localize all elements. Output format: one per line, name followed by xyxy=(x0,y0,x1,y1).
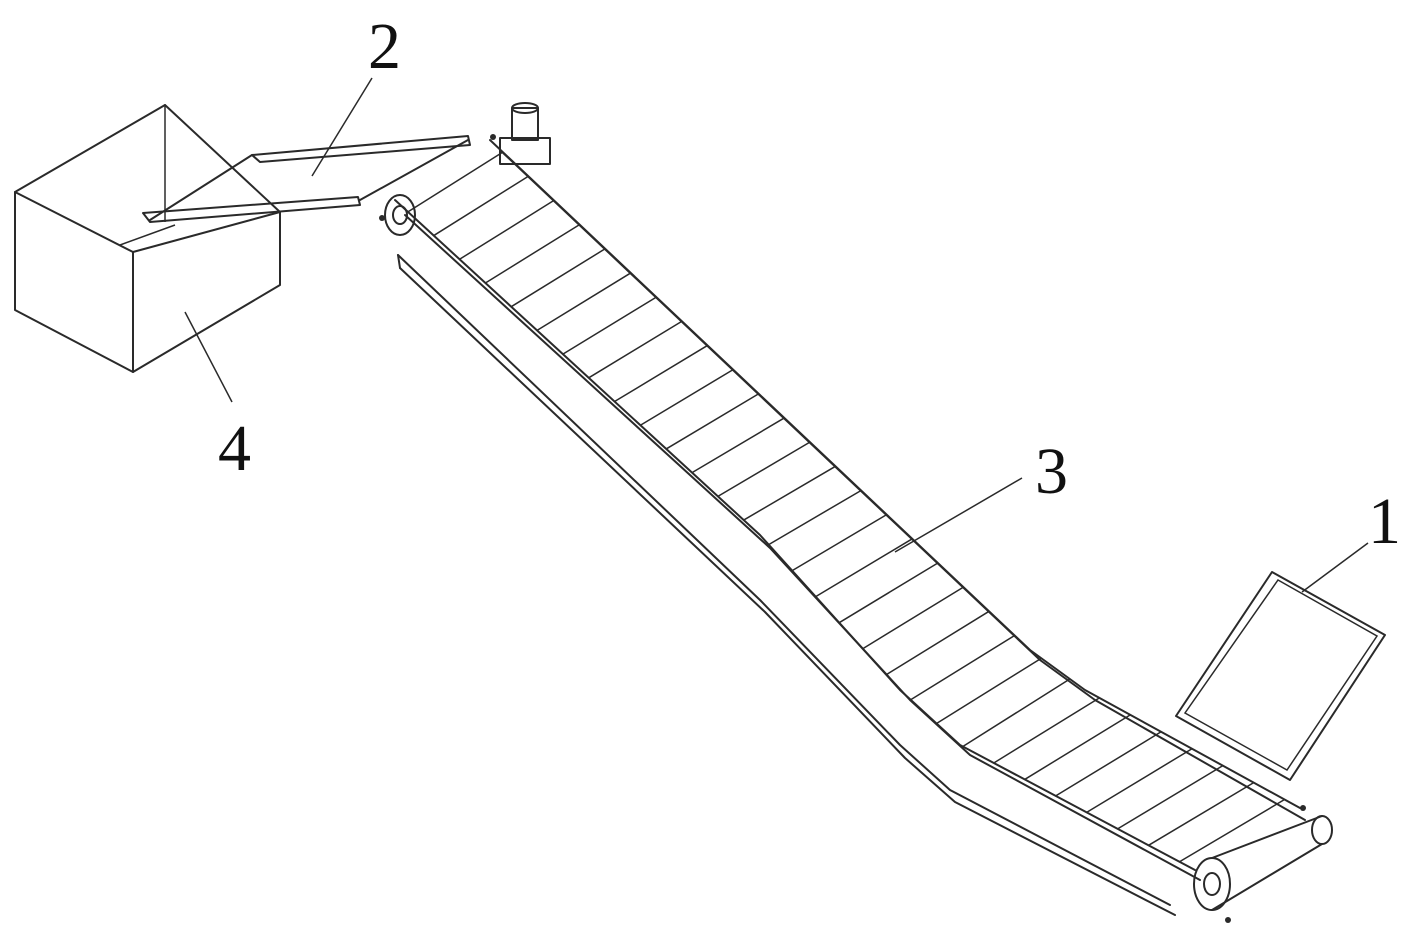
conveyor-slat xyxy=(910,634,1016,701)
conveyor-slat xyxy=(459,199,555,260)
conveyor-slat xyxy=(962,678,1071,748)
collection-box xyxy=(14,104,281,373)
conveyor-slat xyxy=(665,393,760,450)
conveyor-slat xyxy=(640,368,734,426)
conveyor-slat xyxy=(815,538,913,598)
conveyor xyxy=(379,102,1333,923)
conveyor-slat xyxy=(1148,781,1255,846)
conveyor-slat xyxy=(993,697,1100,764)
leader-line-3 xyxy=(894,477,1023,553)
conveyor-slat xyxy=(1024,714,1131,781)
conveyor-slats xyxy=(407,151,1285,863)
leader-line-2 xyxy=(311,77,373,177)
conveyor-slat xyxy=(1179,798,1285,863)
conveyor-slat xyxy=(862,586,964,650)
chute xyxy=(142,135,471,223)
label-conveyor: 3 xyxy=(1035,435,1068,508)
conveyor-slat xyxy=(691,417,785,474)
conveyor-slat xyxy=(433,175,529,237)
conveyor-slat xyxy=(614,344,708,403)
label-chute: 2 xyxy=(368,10,401,83)
leader-line-4 xyxy=(184,311,233,403)
conveyor-slat xyxy=(717,441,811,498)
hopper-tray xyxy=(1175,571,1386,781)
conveyor-slat xyxy=(562,296,657,355)
label-hopper-tray: 1 xyxy=(1368,485,1401,558)
leader-line-1 xyxy=(1301,542,1369,593)
label-collection-box: 4 xyxy=(218,412,251,485)
conveyor-slat xyxy=(485,223,580,284)
conveyor-slat xyxy=(885,610,990,676)
conveyor-slat xyxy=(536,272,632,332)
conveyor-slat xyxy=(510,248,606,308)
conveyor-slat xyxy=(743,465,836,521)
conveyor-slat xyxy=(1117,765,1224,830)
conveyor-slat xyxy=(936,657,1042,725)
conveyor-slat xyxy=(1086,748,1193,814)
conveyor-slat xyxy=(791,513,888,572)
conveyor-slat xyxy=(838,562,939,624)
drive-motor xyxy=(499,102,551,165)
conveyor-slat xyxy=(407,151,504,213)
conveyor-slat xyxy=(768,489,862,546)
conveyor-slat xyxy=(588,320,683,379)
conveyor-slat xyxy=(1055,731,1162,797)
